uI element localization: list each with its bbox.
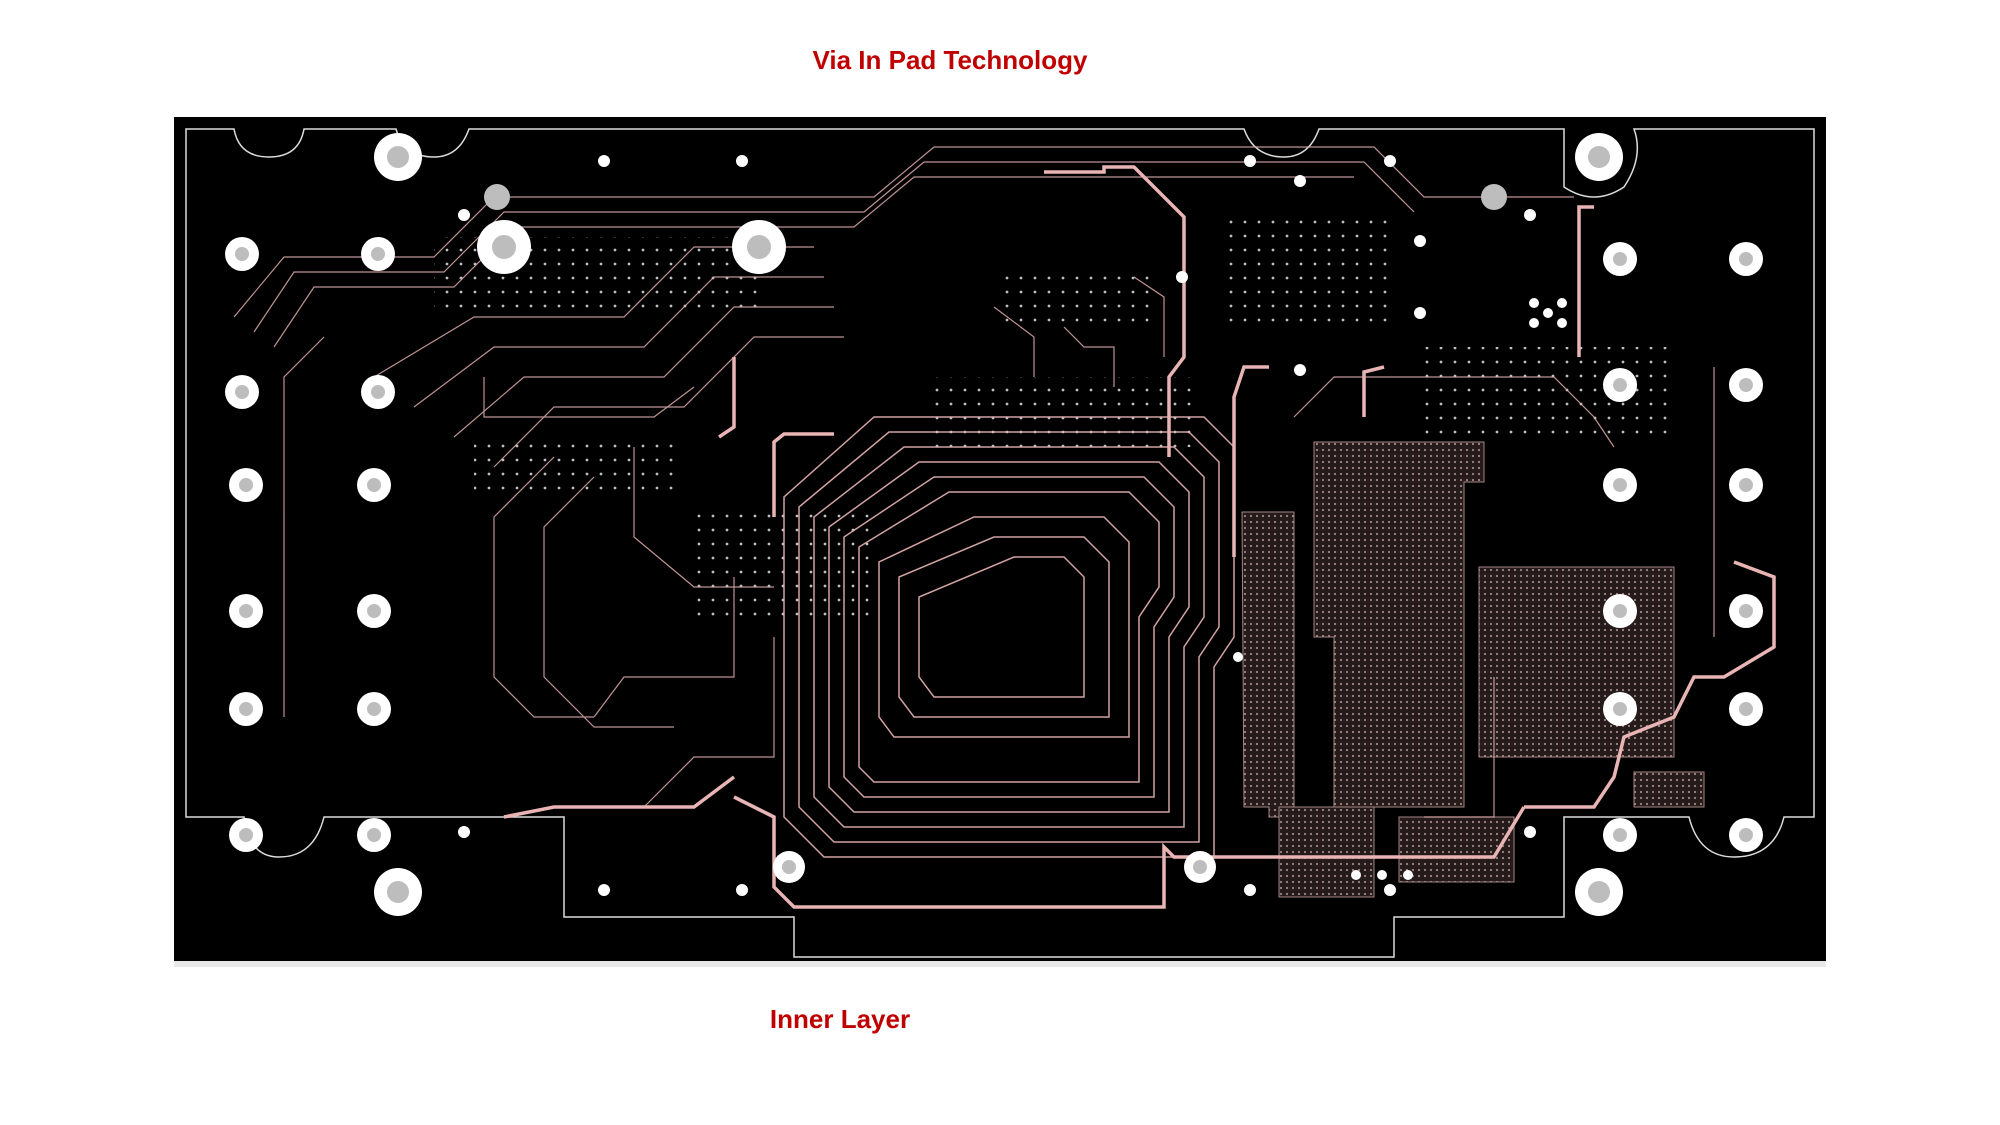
pad-columns: [225, 237, 1763, 852]
signal-traces: [783, 416, 1235, 858]
power-traces: [503, 165, 1776, 909]
mounting-holes: [374, 133, 1623, 916]
small-vias: [458, 155, 1567, 896]
pcb-layout-image: [174, 117, 1826, 961]
board-outline: [185, 128, 1815, 958]
page-title: Via In Pad Technology: [812, 45, 1088, 75]
thin-traces: [233, 146, 1715, 818]
layer-caption: Inner Layer: [769, 1004, 911, 1034]
pcb-board-drawing: [185, 128, 1815, 958]
